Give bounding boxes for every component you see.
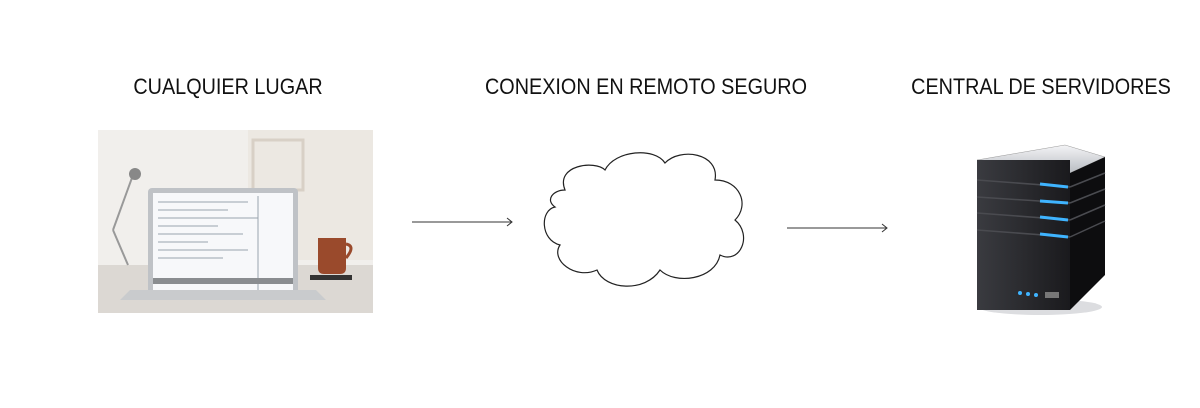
title-server-center: CENTRAL DE SERVIDORES	[911, 74, 1171, 99]
title-secure-remote-connection: CONEXION EN REMOTO SEGURO	[485, 74, 807, 99]
server-icon	[976, 144, 1106, 315]
cloud-icon	[543, 152, 745, 287]
laptop-photo	[98, 130, 373, 313]
arrow-right-icon	[412, 217, 513, 227]
title-anywhere: CUALQUIER LUGAR	[133, 74, 323, 99]
arrow-right-icon	[787, 223, 888, 233]
